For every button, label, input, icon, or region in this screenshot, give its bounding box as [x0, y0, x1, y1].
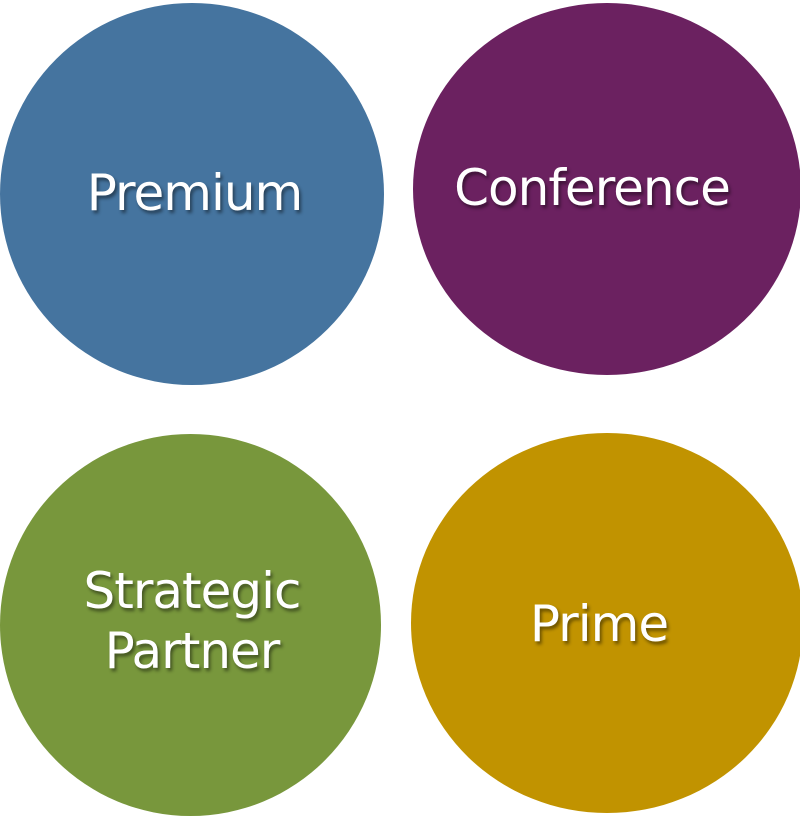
strategic-partner-label: Strategic Partner — [83, 562, 301, 680]
conference-circle: Conference — [413, 3, 800, 375]
prime-label: Prime — [529, 595, 669, 653]
conference-label: Conference — [454, 159, 731, 217]
strategic-partner-circle: Strategic Partner — [0, 434, 381, 816]
premium-label: Premium — [86, 164, 303, 222]
prime-circle: Prime — [411, 433, 800, 813]
premium-circle: Premium — [0, 3, 384, 385]
